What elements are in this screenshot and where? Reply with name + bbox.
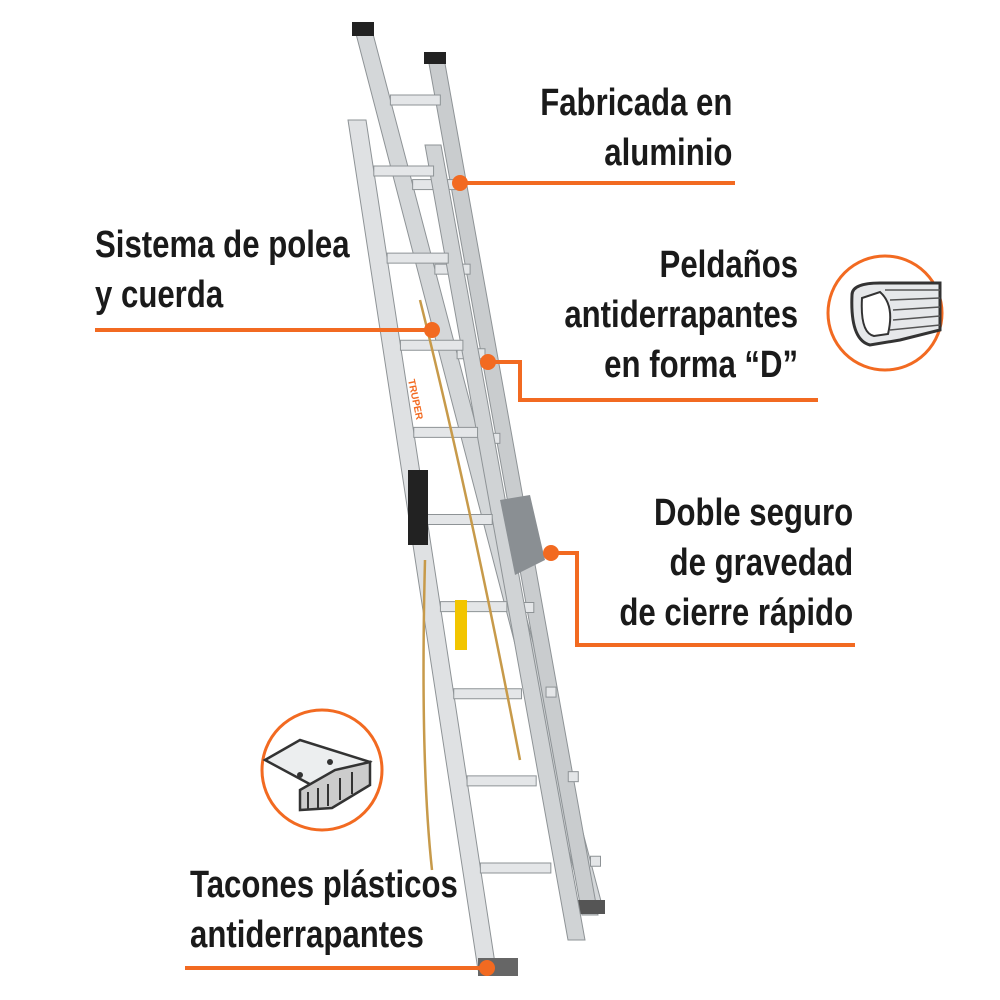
d-rung-detail xyxy=(826,254,944,372)
callout-text: Sistema de polea xyxy=(95,224,350,266)
ladder-rung xyxy=(386,252,449,264)
ladder-rung xyxy=(466,775,537,787)
spec-label xyxy=(408,470,428,545)
callout-text: Doble seguro xyxy=(653,492,853,534)
callout-text: de gravedad xyxy=(669,542,853,584)
ladder-rung xyxy=(453,688,523,700)
callout-text: en forma “D” xyxy=(604,344,798,386)
gravity-lock xyxy=(500,495,545,575)
ladder-rung xyxy=(545,686,557,698)
callout-text: antiderrapantes xyxy=(190,914,424,956)
foot-detail xyxy=(260,708,384,832)
callout-polea: Sistema de polea y cuerda xyxy=(95,220,350,320)
ladder-rung xyxy=(479,862,552,874)
ladder-rung xyxy=(389,94,441,106)
callout-peldanos: Peldaños antiderrapantes en forma “D” xyxy=(564,240,798,390)
ladder-rung xyxy=(413,426,479,438)
warning-label xyxy=(455,600,467,650)
ladder-rung xyxy=(439,601,508,613)
ladder-rung xyxy=(426,514,493,525)
callout-lines xyxy=(95,181,855,970)
callout-text: aluminio xyxy=(603,132,732,174)
callout-seguro: Doble seguro de gravedad de cierre rápid… xyxy=(619,488,853,638)
callout-aluminio: Fabricada en aluminio xyxy=(540,78,732,178)
callout-text: antiderrapantes xyxy=(564,294,798,336)
callout-text: Tacones plásticos xyxy=(190,864,458,906)
ladder-rung xyxy=(567,771,579,783)
callout-text: Fabricada en xyxy=(539,82,732,124)
rope xyxy=(418,299,522,871)
callout-tacones: Tacones plásticos antiderrapantes xyxy=(190,860,458,960)
callout-text: Peldaños xyxy=(659,244,798,286)
ladder-rung xyxy=(590,855,601,867)
callout-text: y cuerda xyxy=(95,274,224,316)
callout-dots xyxy=(424,175,559,976)
ladder-rung xyxy=(373,165,435,177)
callout-text: de cierre rápido xyxy=(619,592,853,634)
